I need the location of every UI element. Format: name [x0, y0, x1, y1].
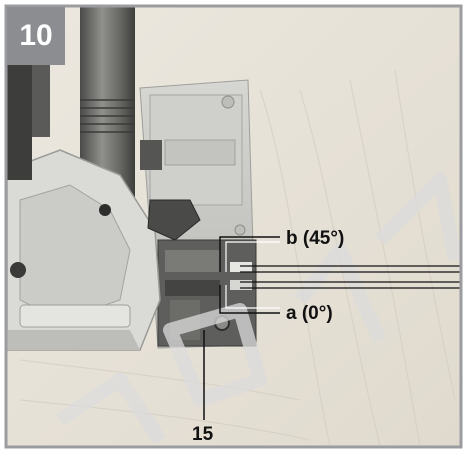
- locking-knob: [140, 140, 201, 241]
- leader-b: [219, 236, 280, 272]
- figure-number: 10: [7, 7, 65, 65]
- left-shadow: [7, 60, 32, 180]
- watermark: [56, 173, 462, 444]
- scale-lines: [240, 265, 460, 289]
- figure-frame: [4, 4, 463, 449]
- leader-a: [219, 285, 280, 314]
- callout-part-15: 15: [192, 424, 214, 445]
- saw-guard: [6, 149, 161, 351]
- callout-a-0: a (0°): [286, 303, 333, 324]
- leader-a-inner: [225, 285, 280, 309]
- leader-b-inner: [225, 241, 280, 272]
- callout-b-45: b (45°): [286, 228, 345, 249]
